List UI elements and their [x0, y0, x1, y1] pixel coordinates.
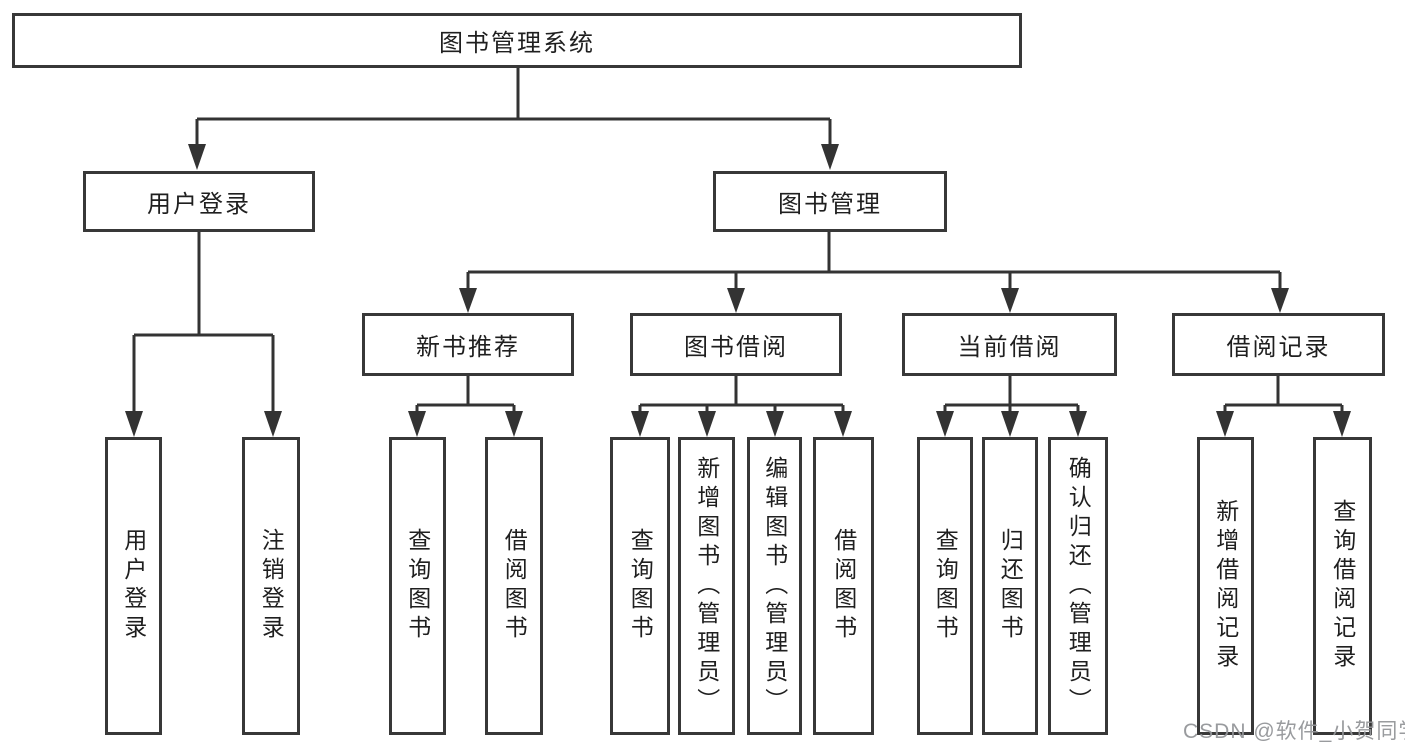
node-label: 图书管理系统 [439, 30, 595, 57]
leaf-label: 查询图书 [627, 528, 654, 644]
leaf-label: 借阅图书 [501, 528, 528, 644]
arrowhead-icon [1216, 411, 1234, 437]
node-label: 借阅记录 [1226, 334, 1331, 361]
arrowhead-icon [766, 411, 784, 437]
leaf-user-login: 用户登录 [105, 437, 162, 735]
leaf-confirm-return-admin: 确认归还（管理员） [1048, 437, 1108, 735]
leaf-query-books-borrowing: 查询图书 [610, 437, 670, 735]
arrowhead-icon [188, 144, 206, 170]
arrowhead-icon [1333, 411, 1351, 437]
leaf-label: 编辑图书（管理员） [761, 455, 788, 717]
arrowhead-icon [1001, 288, 1019, 313]
leaf-label: 归还图书 [997, 528, 1024, 644]
arrowhead-icon [698, 411, 716, 437]
arrowhead-icon [408, 411, 426, 437]
arrowhead-icon [125, 411, 143, 437]
node-borrowing-records: 借阅记录 [1172, 313, 1385, 376]
leaf-borrow-books: 借阅图书 [813, 437, 874, 735]
connector-lines [132, 68, 1344, 413]
arrowhead-icon [1069, 411, 1087, 437]
leaf-query-books-recommend: 查询图书 [389, 437, 446, 735]
node-label: 图书管理 [778, 191, 882, 218]
node-label: 新书推荐 [416, 334, 520, 361]
leaf-add-borrow-record: 新增借阅记录 [1197, 437, 1254, 735]
node-label: 图书借阅 [684, 334, 788, 361]
arrowhead-icon [1271, 288, 1289, 313]
leaf-label: 确认归还（管理员） [1065, 455, 1092, 717]
node-label: 用户登录 [147, 191, 251, 218]
arrowheads [125, 144, 1351, 437]
node-user-login: 用户登录 [83, 171, 315, 232]
arrowhead-icon [1001, 411, 1019, 437]
arrowhead-icon [936, 411, 954, 437]
leaf-label: 注销登录 [258, 528, 285, 644]
node-book-management: 图书管理 [713, 171, 947, 232]
node-current-borrowing: 当前借阅 [902, 313, 1117, 376]
leaf-edit-book-admin: 编辑图书（管理员） [747, 437, 802, 735]
csdn-watermark: CSDN @软件_小贺同学 [1183, 720, 1405, 743]
leaf-return-book: 归还图书 [982, 437, 1038, 735]
arrowhead-icon [505, 411, 523, 437]
leaf-borrow-books-recommend: 借阅图书 [485, 437, 543, 735]
leaf-label: 查询图书 [932, 528, 959, 644]
node-new-book-recommendation: 新书推荐 [362, 313, 574, 376]
arrowhead-icon [264, 411, 282, 437]
arrowhead-icon [459, 288, 477, 313]
leaf-label: 查询借阅记录 [1329, 499, 1356, 673]
node-label: 当前借阅 [957, 334, 1062, 361]
leaf-add-book-admin: 新增图书（管理员） [678, 437, 735, 735]
arrowhead-icon [821, 144, 839, 170]
leaf-label: 新增借阅记录 [1212, 499, 1239, 673]
leaf-query-books-current: 查询图书 [917, 437, 973, 735]
leaf-logout: 注销登录 [242, 437, 300, 735]
leaf-query-borrow-record: 查询借阅记录 [1313, 437, 1372, 735]
leaf-label: 用户登录 [120, 528, 147, 644]
leaf-label: 借阅图书 [830, 528, 857, 644]
node-root: 图书管理系统 [12, 13, 1022, 68]
node-book-borrowing: 图书借阅 [630, 313, 842, 376]
arrowhead-icon [834, 411, 852, 437]
leaf-label: 查询图书 [404, 528, 431, 644]
arrowhead-icon [727, 288, 745, 313]
arrowhead-icon [631, 411, 649, 437]
leaf-label: 新增图书（管理员） [693, 455, 720, 717]
